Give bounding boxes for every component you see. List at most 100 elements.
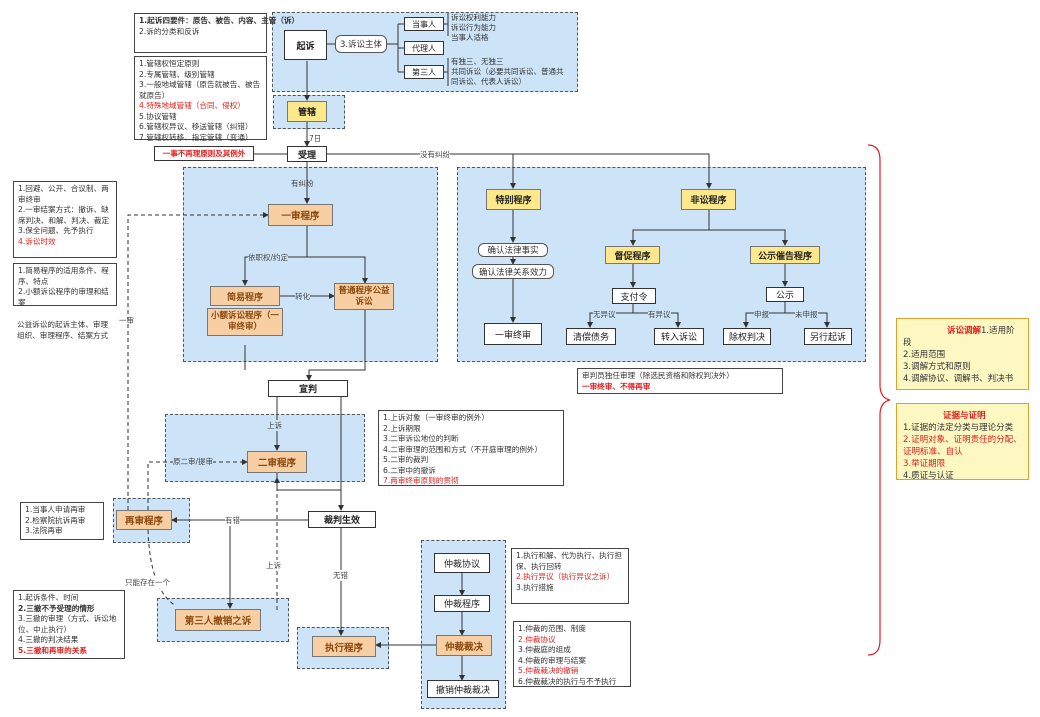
node-shouli[interactable]: 受理 [287,146,327,162]
detail-text: 诉讼行为能力 [451,23,496,32]
node-guanxia[interactable]: 管辖 [287,101,327,122]
note-text: 2.三撤不予受理的情形 [18,603,95,613]
note-text: 一审终审、不得再审 [582,381,651,391]
label-yizhiquan: 依职权/约定 [248,252,289,263]
node-yishi[interactable]: 一事不再理原则及其例外 [154,146,254,161]
node-disanrenchexiao[interactable]: 第三人撤销之诉 [175,609,261,631]
sidebox-line: 1.证据的法定分类与理论分类 [903,423,1014,433]
note-text: 审判员独任审理（除选民资格和除权判决外） [582,371,734,380]
node-gongshi[interactable]: 公示催告程序 [750,246,820,264]
label-wuyiyi: 无异议 [593,309,616,320]
note-text: 3.三撤的审理（方式、诉讼地位、中止执行） [18,614,117,634]
label-shenbao: 申报 [754,309,769,320]
node-zhongcaicaijue[interactable]: 仲裁裁决 [436,635,492,656]
label-wucuo: 无错 [333,570,348,581]
label-youcuo: 有错 [225,515,240,526]
node-tebie[interactable]: 特别程序 [486,189,541,210]
note-text: 2.一审结案方式：撤诉、缺席判决、和解、判决、裁定 [18,205,110,225]
note-text: 2.检察院抗诉再审 [25,515,86,525]
sidebox-line: 2.证明对象、证明责任的分配、证明标准、自认 [903,435,1022,457]
label-qiri: 7日 [309,134,322,143]
node-qingchang[interactable]: 清偿债务 [566,328,616,345]
note-text: 1.起诉条件、时间 [18,593,79,602]
node-chuquan[interactable]: 除权判决 [723,328,771,345]
node-zaishen[interactable]: 再审程序 [116,510,172,530]
node-yishen[interactable]: 一审程序 [268,204,333,226]
node-querenfa[interactable]: 确认法律事实 [478,243,548,257]
node-caipan[interactable]: 裁判生效 [308,511,376,528]
node-zhongcaichengxu[interactable]: 仲裁程序 [434,595,490,612]
note-text: 1.起诉四要件：原告、被告、内容、主管（诉） [139,16,300,25]
note-text: 公益诉讼的起诉主体、审理组织、审理程序、结案方式 [17,320,109,340]
node-dangshiren[interactable]: 当事人 [404,17,444,31]
note-gongyi: 公益诉讼的起诉主体、审理组织、审理程序、结案方式 [13,318,117,358]
node-qisu[interactable]: 起诉 [284,30,327,60]
note-ershen: 1.上诉对象（一审终审的例外） 2.上诉期限 3.二审诉讼地位的判断 4.二审审… [378,410,564,486]
node-xuanpan[interactable]: 宣判 [268,380,348,397]
detail-text: 当事人适格 [451,33,489,42]
note-text: 1.简易程序的适用条件、程序、特点 [18,266,109,286]
node-gonggao[interactable]: 公示 [766,287,804,302]
note-text: 3.二审诉讼地位的判断 [383,434,459,443]
node-feisong[interactable]: 非讼程序 [681,189,736,210]
note-zhixing: 1.执行和解、代为执行、执行担保、执行回转 2.执行异议（执行异议之诉） 3.执… [511,548,629,604]
note-text: 1.仲裁的范围、制度 [518,624,586,633]
node-zhifuling[interactable]: 支付令 [612,288,656,304]
sidebox-line: 3.调解方式和原则 [903,362,971,372]
node-ershen[interactable]: 二审程序 [247,451,307,473]
node-xiaoe[interactable]: 小额诉讼程序（一审终审） [207,308,283,336]
note-text: 5.二审的裁判 [383,455,429,464]
node-jianyi[interactable]: 简易程序 [210,286,280,306]
dangshiren-detail: 诉讼权利能力 诉讼行为能力 当事人适格 [451,13,496,43]
note-text: 4.诉讼时效 [18,236,56,246]
note-text: 2.上诉期限 [383,423,421,433]
note-text: 6.仲裁裁决的执行与不予执行 [518,676,617,686]
node-querenguanxi[interactable]: 确认法律关系效力 [472,264,554,279]
sidebox-line: 4.质证与认证 [903,471,954,481]
node-dailiren[interactable]: 代理人 [404,41,444,55]
node-zhixing[interactable]: 执行程序 [312,636,376,657]
label-weishenbao: 未申报 [795,309,818,320]
note-jianyi: 1.简易程序的适用条件、程序、特点 2.小额诉讼程序的审理和结案 [13,263,117,307]
label-meiyoujiufen: 没有纠纷 [420,149,450,160]
node-zhongcaixieyi[interactable]: 仲裁协议 [434,553,490,573]
note-text: 2.仲裁协议 [518,634,556,644]
note-text: 3.仲裁庭的组成 [518,645,571,654]
label-yishen: 一审 [119,316,134,325]
node-subject[interactable]: 3.诉讼主体 [335,35,387,53]
note-text: 3.法院再审 [25,526,63,535]
detail-text: 共同诉讼（必要共同诉讼、普通共同诉讼、代表人诉讼） [451,67,564,86]
note-qisu-yaojian: 1.起诉四要件：原告、被告、内容、主管（诉） 2.诉的分类和反诉 [134,13,299,53]
note-text: 2.小额诉讼程序的审理和结案 [18,287,109,307]
node-putong[interactable]: 普通程序公益诉讼 [334,283,394,310]
note-text: 2.专属管辖、级别管辖 [139,69,215,79]
node-disanren[interactable]: 第三人 [404,65,444,79]
note-text: 2.执行异议（执行异议之诉） [516,572,615,581]
sidebox-line: 1.适用阶段 [903,326,1015,348]
note-text: 4.特殊地域管辖（合同、侵权） [139,101,245,110]
node-chexiao[interactable]: 撤销仲裁裁决 [427,680,499,698]
note-text: 3.一般地域管辖（原告就被告、被告就原告） [139,80,261,100]
note-text: 5.协议管辖 [139,111,177,121]
note-guanxia: 1.管辖权恒定原则 2.专属管辖、级别管辖 3.一般地域管辖（原告就被告、被告就… [134,56,267,142]
label-yuanershen: 原二审/提审 [173,456,214,467]
node-lingxing[interactable]: 另行起诉 [804,328,852,345]
note-text: 2.诉的分类和反诉 [139,26,200,36]
node-ducu[interactable]: 督促程序 [605,246,660,264]
note-zaishen: 1.当事人申请再审 2.检察院抗诉再审 3.法院再审 [20,502,104,540]
note-text: 6.管辖权异议、移送管辖（纠错） [139,122,253,131]
node-zhuanru[interactable]: 转入诉讼 [654,328,704,345]
disanren-detail: 有独三、无独三 共同诉讼（必要共同诉讼、普通共同诉讼、代表人诉讼） [451,57,569,87]
note-feisong: 审判员独任审理（除选民资格和除权判决外） 一审终审、不得再审 [577,368,783,394]
note-text: 6.二审中的撤诉 [383,465,436,475]
node-yishenzhongshen[interactable]: 一审终审 [484,323,542,345]
sidebox-zhengju: 证据与证明 1.证据的法定分类与理论分类 2.证明对象、证明责任的分配、证明标准… [896,403,1029,481]
sidebox-title: 证据与证明 [943,411,986,421]
detail-text: 有独三、无独三 [451,57,504,66]
note-yishen: 1.回避、公开、合议制、两审终审 2.一审结案方式：撤诉、缺席判决、和解、判决、… [13,181,117,258]
sidebox-tiaojie: 诉讼调解1.适用阶段 2.适用范围 3.调解方式和原则 4.调解协议、调解书、判… [896,318,1029,390]
note-text: 4.仲裁的审理与结案 [518,655,586,665]
note-text: 3.执行措施 [516,582,554,592]
note-text: 1.上诉对象（一审终审的例外） [383,413,489,422]
